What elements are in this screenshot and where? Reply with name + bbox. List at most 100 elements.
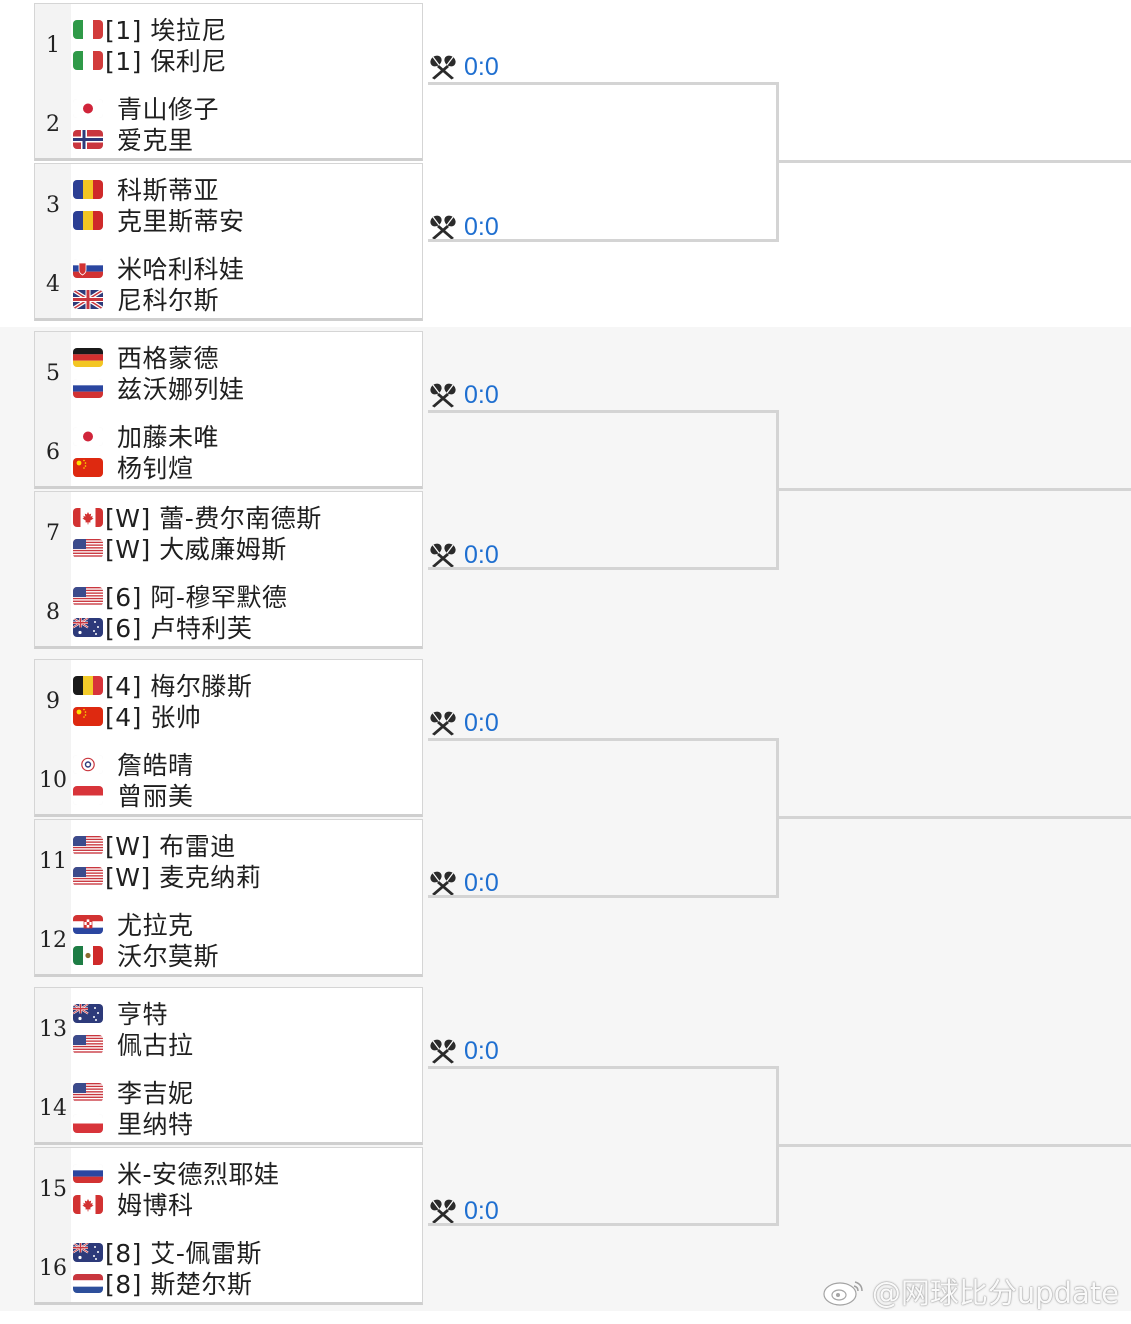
match-score[interactable]: 0:0 <box>428 1036 499 1066</box>
player-name[interactable]: 西格蒙德 <box>105 339 219 375</box>
usa-flag-icon <box>73 538 103 558</box>
player-row[interactable]: [6] 卢特利芙 <box>73 611 252 643</box>
player-row[interactable]: 爱克里 <box>73 123 194 155</box>
player-row[interactable]: 尼科尔斯 <box>73 283 219 315</box>
player-row[interactable]: 佩古拉 <box>73 1028 194 1060</box>
match-score[interactable]: 0:0 <box>428 868 499 898</box>
player-row[interactable]: 亨特 <box>73 997 168 1029</box>
match-score[interactable]: 0:0 <box>428 708 499 738</box>
player-name[interactable]: [8] 斯楚尔斯 <box>103 1265 252 1301</box>
player-name-text: 克里斯蒂安 <box>117 207 245 236</box>
match-score[interactable]: 0:0 <box>428 540 499 570</box>
player-name[interactable]: 詹皓晴 <box>105 746 194 782</box>
player-name[interactable]: [W] 麦克纳莉 <box>103 858 261 894</box>
match-score[interactable]: 0:0 <box>428 52 499 82</box>
player-row[interactable]: 詹皓晴 <box>73 748 194 780</box>
player-name[interactable]: [W] 大威廉姆斯 <box>103 530 287 566</box>
player-name[interactable]: [W] 蕾-费尔南德斯 <box>103 499 322 535</box>
player-row[interactable]: [8] 艾-佩雷斯 <box>73 1236 262 1268</box>
player-row[interactable]: 李吉妮 <box>73 1076 194 1108</box>
player-row[interactable]: 科斯蒂亚 <box>73 173 219 205</box>
australia-flag-icon <box>73 617 103 637</box>
player-row[interactable]: [W] 蕾-费尔南德斯 <box>73 501 322 533</box>
player-name[interactable]: [4] 梅尔滕斯 <box>103 667 252 703</box>
score-text[interactable]: 0:0 <box>464 868 499 897</box>
player-name-text: 埃拉尼 <box>150 16 227 45</box>
usa-flag-icon <box>73 835 103 855</box>
croatia-flag-icon <box>73 914 103 934</box>
player-row[interactable]: 克里斯蒂安 <box>73 204 245 236</box>
player-row[interactable]: [W] 布雷迪 <box>73 829 236 861</box>
draw-position-number: 12 <box>39 928 67 953</box>
player-name[interactable]: [8] 艾-佩雷斯 <box>103 1234 262 1270</box>
player-name[interactable]: [1] 埃拉尼 <box>103 11 227 47</box>
player-row[interactable]: 兹沃娜列娃 <box>73 372 245 404</box>
player-row[interactable]: 米-安德烈耶娃 <box>73 1157 280 1189</box>
player-name[interactable]: 加藤未唯 <box>105 418 219 454</box>
player-name[interactable]: 姆博科 <box>105 1186 194 1222</box>
player-name[interactable]: 亨特 <box>105 995 168 1031</box>
player-row[interactable]: [4] 梅尔滕斯 <box>73 669 252 701</box>
player-row[interactable]: 青山修子 <box>73 92 219 124</box>
score-text[interactable]: 0:0 <box>464 708 499 737</box>
japan-flag-icon <box>73 98 103 118</box>
score-text[interactable]: 0:0 <box>464 1196 499 1225</box>
player-name-text: 亨特 <box>117 1000 169 1029</box>
player-row[interactable]: 杨钊煊 <box>73 451 194 483</box>
player-name[interactable]: 兹沃娜列娃 <box>105 370 245 406</box>
player-name[interactable]: 尤拉克 <box>105 906 194 942</box>
player-name[interactable]: 尼科尔斯 <box>105 281 219 317</box>
player-name-text: 麦克纳莉 <box>159 863 262 892</box>
player-row[interactable]: 沃尔莫斯 <box>73 939 219 971</box>
match-score[interactable]: 0:0 <box>428 380 499 410</box>
player-name[interactable]: 米-安德烈耶娃 <box>105 1155 280 1191</box>
score-text[interactable]: 0:0 <box>464 380 499 409</box>
player-row[interactable]: 西格蒙德 <box>73 341 219 373</box>
score-text[interactable]: 0:0 <box>464 540 499 569</box>
player-name[interactable]: 科斯蒂亚 <box>105 171 219 207</box>
player-name[interactable]: [W] 布雷迪 <box>103 827 236 863</box>
player-name[interactable]: [4] 张帅 <box>103 698 201 734</box>
player-row[interactable]: [W] 麦克纳莉 <box>73 860 261 892</box>
player-row[interactable]: 米哈利科娃 <box>73 252 245 284</box>
seed-tag: [1] <box>105 47 142 76</box>
score-text[interactable]: 0:0 <box>464 52 499 81</box>
score-text[interactable]: 0:0 <box>464 1036 499 1065</box>
player-row[interactable]: [6] 阿-穆罕默德 <box>73 580 287 612</box>
player-name[interactable]: 杨钊煊 <box>105 449 194 485</box>
usa-flag-icon <box>73 866 103 886</box>
player-row[interactable]: 尤拉克 <box>73 908 194 940</box>
player-row[interactable]: 姆博科 <box>73 1188 194 1220</box>
player-row[interactable]: [8] 斯楚尔斯 <box>73 1267 252 1299</box>
player-name[interactable]: [6] 卢特利芙 <box>103 609 252 645</box>
player-name[interactable]: 克里斯蒂安 <box>105 202 245 238</box>
score-text[interactable]: 0:0 <box>464 212 499 241</box>
player-name[interactable]: 里纳特 <box>105 1105 194 1141</box>
match-score[interactable]: 0:0 <box>428 212 499 242</box>
player-name[interactable]: 米哈利科娃 <box>105 250 245 286</box>
draw-position-number: 9 <box>46 689 60 714</box>
player-name[interactable]: 青山修子 <box>105 90 219 126</box>
player-row[interactable]: [1] 埃拉尼 <box>73 13 227 45</box>
player-row[interactable]: 曾丽美 <box>73 779 194 811</box>
belgium-flag-icon <box>73 675 103 695</box>
player-name[interactable]: 李吉妮 <box>105 1074 194 1110</box>
player-name[interactable]: 曾丽美 <box>105 777 194 813</box>
player-name[interactable]: [6] 阿-穆罕默德 <box>103 578 287 614</box>
indonesia-flag-icon <box>73 785 103 805</box>
match-score[interactable]: 0:0 <box>428 1196 499 1226</box>
player-row[interactable]: [W] 大威廉姆斯 <box>73 532 287 564</box>
player-row[interactable]: [4] 张帅 <box>73 700 201 732</box>
seed-tag: [W] <box>105 832 151 861</box>
player-name[interactable]: 爱克里 <box>105 121 194 157</box>
player-name[interactable]: [1] 保利尼 <box>103 42 227 78</box>
player-row[interactable]: 加藤未唯 <box>73 420 219 452</box>
player-name[interactable]: 佩古拉 <box>105 1026 194 1062</box>
seed-tag: [6] <box>105 583 142 612</box>
player-row[interactable]: [1] 保利尼 <box>73 44 227 76</box>
player-row[interactable]: 里纳特 <box>73 1107 194 1139</box>
card-gutter <box>35 660 71 814</box>
player-name[interactable]: 沃尔莫斯 <box>105 937 219 973</box>
